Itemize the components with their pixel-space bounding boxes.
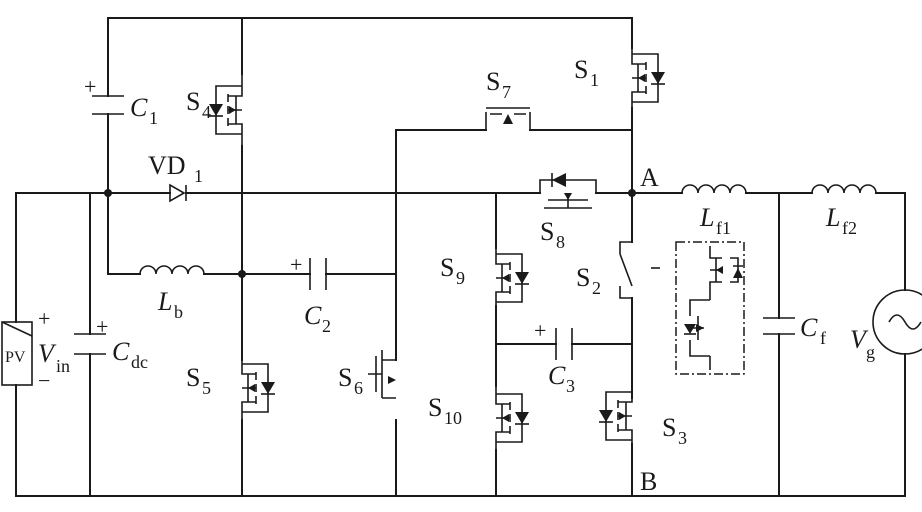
s7-label: S [486, 67, 500, 96]
vg-subscript: g [866, 342, 875, 362]
mosfet-s5 [241, 351, 276, 425]
capacitor-c3 [555, 328, 573, 360]
ac-source-vg [872, 289, 922, 355]
c3-label: C [548, 361, 566, 390]
lb-subscript: b [174, 302, 183, 322]
s3-subscript: 3 [678, 428, 687, 448]
inductor-lf1 [681, 184, 747, 194]
lb-label: L [157, 287, 172, 316]
lf2-label: L [825, 203, 840, 232]
c1-column-wire [107, 17, 141, 275]
s5-subscript: 5 [202, 378, 211, 398]
c3-subscript: 3 [566, 376, 575, 396]
c1-subscript: 1 [149, 108, 158, 128]
cdc-subscript: dc [131, 352, 148, 372]
s6-subscript: 6 [354, 378, 363, 398]
vd1-label: VD [148, 151, 186, 180]
lf1-label: L [699, 203, 714, 232]
s2-subscript: 2 [592, 278, 601, 298]
s2-label: S [576, 263, 590, 292]
c2-label: C [304, 301, 322, 330]
s8-subscript: 8 [556, 232, 565, 252]
capacitor-cf [763, 317, 795, 335]
cf-label: C [800, 313, 818, 342]
s4-label: S [186, 87, 200, 116]
s3-label: S [662, 413, 676, 442]
s10-subscript: 10 [444, 408, 462, 428]
diode-vd1 [169, 183, 187, 203]
s8-label: S [540, 217, 554, 246]
switch-s2 [619, 241, 660, 299]
mosfet-s3 [598, 379, 633, 453]
plus-sign: + [96, 314, 108, 339]
capacitor-cdc [74, 333, 106, 355]
node-a-label: A [640, 163, 659, 192]
mosfet-s8 [539, 173, 597, 209]
node-b-label: B [640, 467, 657, 496]
vg-label: V [850, 325, 869, 354]
junction-dot [104, 189, 112, 197]
s10-label: S [428, 393, 442, 422]
mosfet-s9 [495, 241, 530, 315]
mosfet-s7 [485, 107, 531, 130]
minus-sign: − [38, 368, 50, 393]
vd1-subscript: 1 [194, 166, 203, 186]
junction-dot-a [628, 189, 636, 197]
mosfet-s10 [495, 381, 530, 455]
plus-sign: + [534, 318, 546, 343]
s1-subscript: 1 [590, 70, 599, 90]
s9-subscript: 9 [456, 268, 465, 288]
vin-label: V [38, 339, 57, 368]
lf1-subscript: f1 [716, 218, 731, 238]
pv-label: PV [5, 349, 26, 366]
s9-label: S [440, 253, 454, 282]
c1-label: C [130, 93, 148, 122]
capacitor-c2 [309, 258, 327, 290]
junction-dot [238, 270, 246, 278]
s4-subscript: 4 [202, 102, 211, 122]
mosfet-s4 [208, 73, 243, 147]
cdc-label: C [112, 337, 130, 366]
lf2-subscript: f2 [842, 218, 857, 238]
inductor-lf2 [811, 184, 877, 194]
s2-detail-box [675, 241, 745, 375]
pv-source [1, 321, 33, 386]
plus-sign: + [290, 252, 302, 277]
mosfet-s1 [631, 41, 666, 115]
capacitor-c1 [92, 95, 124, 115]
mosfet-s6 [368, 350, 396, 399]
cf-subscript: f [820, 328, 826, 348]
plus-sign: + [38, 306, 50, 331]
s1-label: S [574, 55, 588, 84]
s7-subscript: 7 [502, 82, 511, 102]
plus-sign: + [84, 74, 96, 99]
inductor-lb [139, 265, 205, 275]
s5-label: S [186, 363, 200, 392]
c2-subscript: 2 [322, 316, 331, 336]
vin-subscript: in [56, 356, 70, 376]
s6-label: S [338, 363, 352, 392]
